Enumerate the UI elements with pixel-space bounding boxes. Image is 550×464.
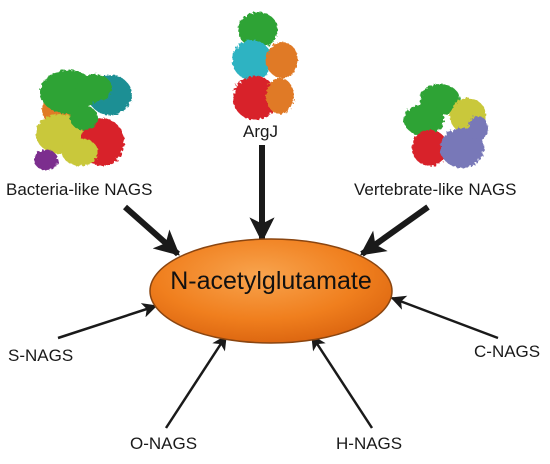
arrow-s-nags-to-center [57, 303, 158, 340]
arrow-vertebrate-to-center [359, 204, 430, 257]
s-nags-label: S-NAGS [8, 346, 74, 365]
arrow-bacteria-to-center [123, 204, 180, 257]
h-nags-label: H-NAGS [336, 434, 403, 453]
arrow-c-nags-to-center [390, 295, 499, 340]
bacteria-like-nags-structure [34, 70, 132, 170]
argj-structure [232, 12, 298, 120]
n-acetylglutamate-node [149, 238, 393, 344]
vertebrate-like-nags-structure [404, 84, 488, 168]
arrow-h-nags-to-center [310, 334, 374, 429]
n-acetylglutamate-label: N-acetylglutamate [170, 267, 372, 295]
argj-label: ArgJ [243, 122, 278, 141]
bacteria-like-nags-label: Bacteria-like NAGS [6, 180, 153, 199]
vertebrate-like-nags-label: Vertebrate-like NAGS [354, 180, 517, 199]
o-nags-label: O-NAGS [130, 434, 198, 453]
c-nags-label: C-NAGS [474, 342, 541, 361]
arrow-o-nags-to-center [164, 334, 228, 429]
